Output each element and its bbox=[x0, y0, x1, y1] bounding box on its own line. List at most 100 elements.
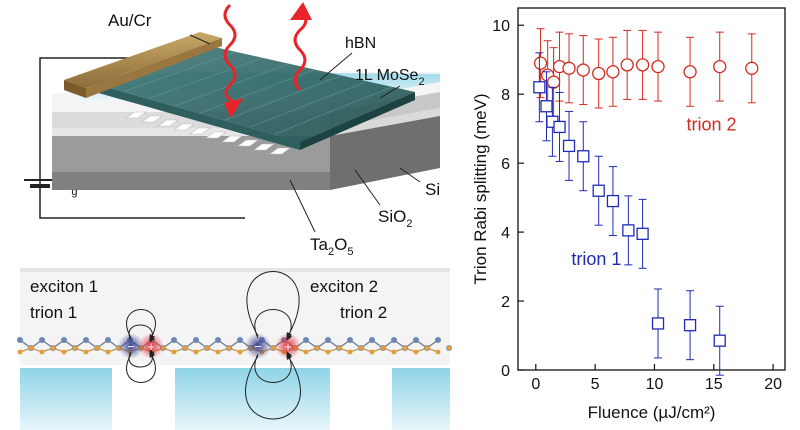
data-point bbox=[622, 224, 635, 237]
sio2-label: SiO2 bbox=[378, 207, 412, 230]
y-tick-label: 4 bbox=[501, 225, 510, 242]
data-point bbox=[606, 194, 620, 208]
se-atom bbox=[182, 345, 188, 351]
mo-atom bbox=[303, 337, 309, 343]
y-tick-label: 6 bbox=[501, 156, 510, 173]
se-atom bbox=[50, 345, 56, 351]
se-atom bbox=[94, 345, 100, 351]
se-atom bbox=[325, 349, 331, 355]
data-point bbox=[635, 58, 650, 72]
mo-atom bbox=[215, 337, 221, 343]
trion2-label: trion 2 bbox=[340, 303, 387, 322]
x-tick-label: 0 bbox=[531, 376, 540, 393]
se-atom bbox=[237, 349, 243, 355]
x-tick-label: 20 bbox=[764, 376, 782, 393]
series-layer bbox=[533, 28, 759, 376]
se-atom bbox=[446, 345, 452, 351]
x-tick-label: 10 bbox=[646, 376, 664, 393]
exciton1-minus: − bbox=[127, 339, 135, 354]
y-tick-label: 2 bbox=[501, 294, 510, 311]
se-atom bbox=[413, 349, 419, 355]
x-axis-label: Fluence (µJ/cm²) bbox=[588, 403, 716, 422]
data-point bbox=[592, 184, 605, 197]
se-atom bbox=[171, 349, 177, 355]
mose2-label: 1L MoSe2 bbox=[355, 67, 425, 88]
y-axis-label: Trion Rabi splitting (meV) bbox=[471, 93, 490, 284]
data-point bbox=[683, 65, 697, 79]
mo-atom bbox=[325, 337, 331, 343]
se-atom bbox=[435, 349, 441, 355]
se-atom bbox=[28, 345, 34, 351]
se-atom bbox=[303, 349, 309, 355]
data-point bbox=[562, 61, 576, 75]
data-point bbox=[713, 59, 727, 74]
series-trion-2 bbox=[533, 28, 759, 118]
data-point bbox=[592, 66, 606, 81]
data-point bbox=[533, 56, 548, 70]
outgoing-light bbox=[293, 11, 308, 92]
au-cr-label: Au/Cr bbox=[108, 11, 152, 30]
plot-frame bbox=[517, 7, 786, 371]
mo-atom bbox=[171, 337, 177, 343]
se-atom bbox=[391, 349, 397, 355]
series-trion-1 bbox=[533, 52, 726, 376]
exciton-schematic: − + − + exciton 1 trion 1 exciton 2 trio… bbox=[17, 268, 452, 430]
data-point bbox=[636, 227, 649, 240]
se-atom bbox=[204, 345, 210, 351]
hbn-flake bbox=[95, 46, 415, 142]
mose2-lattice bbox=[17, 337, 452, 355]
exciton2-label: exciton 2 bbox=[310, 277, 378, 296]
se-atom bbox=[83, 349, 89, 355]
substrate-block-left bbox=[20, 368, 112, 430]
se-atom bbox=[358, 345, 364, 351]
ta2o5-label: Ta2O5 bbox=[310, 235, 353, 258]
data-point bbox=[745, 61, 759, 75]
trion1-label: trion 1 bbox=[30, 303, 77, 322]
exciton1-plus: + bbox=[147, 339, 155, 354]
se-atom bbox=[314, 345, 320, 351]
trion1-annotation: trion 1 bbox=[571, 249, 621, 269]
au-cr-contact bbox=[64, 32, 222, 88]
data-point bbox=[576, 63, 590, 77]
mo-atom bbox=[435, 337, 441, 343]
gate-wire bbox=[39, 57, 245, 219]
se-atom bbox=[61, 349, 67, 355]
mo-atom bbox=[61, 337, 67, 343]
se-atom bbox=[193, 349, 199, 355]
se-atom bbox=[72, 345, 78, 351]
trion2-annotation: trion 2 bbox=[687, 114, 737, 134]
data-point bbox=[546, 75, 561, 89]
x-tick-label: 15 bbox=[705, 376, 723, 393]
mo-atom bbox=[83, 337, 89, 343]
substrate-block-right bbox=[392, 368, 450, 430]
incoming-light bbox=[223, 3, 237, 105]
data-point bbox=[620, 58, 634, 72]
se-atom bbox=[270, 345, 276, 351]
exciton2-minus: − bbox=[254, 339, 262, 354]
exciton1-label: exciton 1 bbox=[30, 277, 98, 296]
mo-atom bbox=[391, 337, 397, 343]
se-atom bbox=[424, 345, 430, 351]
y-tick-label: 0 bbox=[501, 363, 510, 380]
field-lines-exciton1 bbox=[126, 309, 156, 383]
mo-atom bbox=[237, 337, 243, 343]
data-point bbox=[562, 139, 576, 153]
data-point bbox=[683, 319, 697, 332]
data-point bbox=[606, 65, 620, 79]
mo-atom bbox=[39, 337, 45, 343]
data-point bbox=[553, 120, 566, 134]
data-point bbox=[577, 150, 590, 163]
se-atom bbox=[336, 345, 342, 351]
field-lines-exciton2 bbox=[245, 271, 301, 420]
x-tick-label: 5 bbox=[591, 376, 600, 393]
data-point bbox=[651, 317, 665, 330]
y-tick-label: 10 bbox=[492, 18, 510, 35]
data-point bbox=[533, 81, 546, 94]
se-atom bbox=[226, 345, 232, 351]
se-atom bbox=[105, 349, 111, 355]
exciton2-plus: + bbox=[284, 339, 292, 354]
se-atom bbox=[347, 349, 353, 355]
si-label: Si bbox=[425, 180, 440, 199]
